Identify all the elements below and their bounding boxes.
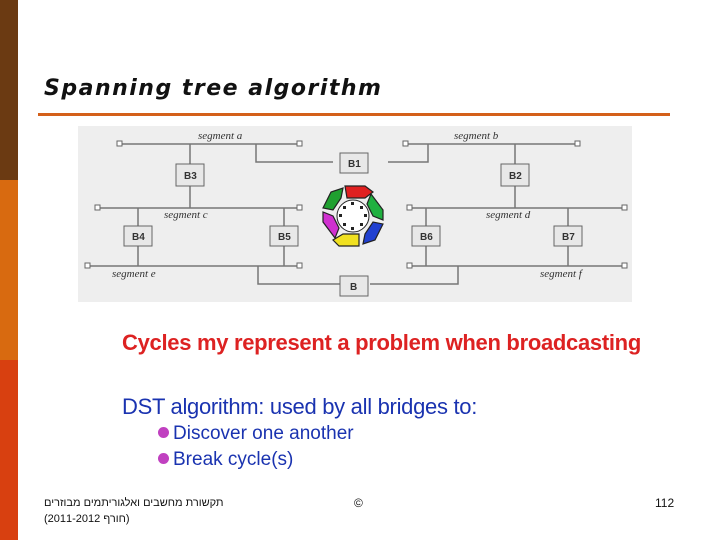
segment-a-label: segment a (198, 130, 243, 142)
network-diagram: segment a segment b segment c segment d … (78, 126, 632, 302)
bridge-b6-label: B6 (420, 232, 433, 243)
title-underline (38, 113, 670, 116)
segment-d-end-left (407, 205, 412, 210)
segment-c-label: segment c (164, 209, 208, 221)
sidebar-block-middle (0, 180, 18, 360)
bullet-item: Discover one another (158, 423, 354, 445)
bridge-b1-label: B1 (348, 159, 361, 170)
bridge-b4-label: B4 (132, 232, 145, 243)
sidebar-block-bottom (0, 360, 18, 540)
dst-statement: DST algorithm: used by all bridges to: (122, 394, 477, 420)
bridge-b7-label: B7 (562, 232, 575, 243)
slide-title: Spanning tree algorithm (44, 76, 382, 101)
bridge-b3-label: B3 (184, 171, 197, 182)
segment-d-end-right (622, 205, 627, 210)
bridge-b5-label: B5 (278, 232, 291, 243)
segment-b-end-right (575, 141, 580, 146)
footer-copyright: © (354, 496, 363, 510)
b1-link-a (256, 144, 333, 162)
cycle-problem-statement: Cycles my represent a problem when broad… (122, 330, 641, 356)
footer-course-term: (חורף 2011-2012) (44, 511, 224, 527)
segment-e-end-left (85, 263, 90, 268)
segment-f-end-right (622, 263, 627, 268)
bullet-text: Discover one another (173, 423, 354, 444)
bullet-text: Break cycle(s) (173, 449, 293, 470)
b8-link-e (258, 266, 340, 284)
footer-course-title: תקשורת מחשבים ואלגוריתמים מבוזרים (44, 495, 224, 511)
bullet-dot-icon (158, 453, 169, 464)
b8-link-f (370, 266, 458, 284)
network-diagram-svg: segment a segment b segment c segment d … (78, 126, 632, 302)
segment-e-end-right (297, 263, 302, 268)
segment-b-end-left (403, 141, 408, 146)
segment-e-label: segment e (112, 268, 156, 280)
segment-c-end-left (95, 205, 100, 210)
footer-page-number: 112 (655, 496, 674, 510)
segment-f-label: segment f (540, 268, 584, 280)
segment-a-end-left (117, 141, 122, 146)
bullet-item: Break cycle(s) (158, 449, 293, 471)
bridge-b-label: B (350, 282, 357, 293)
circular-arrows-icon (323, 186, 383, 246)
segment-d-label: segment d (486, 209, 531, 221)
sidebar-block-top (0, 0, 18, 180)
sidebar-stripe (0, 0, 18, 540)
segment-c-end-right (297, 205, 302, 210)
b1-link-b (388, 144, 428, 162)
bullet-dot-icon (158, 427, 169, 438)
segment-b-label: segment b (454, 130, 499, 142)
segment-a-end-right (297, 141, 302, 146)
footer-course-info: תקשורת מחשבים ואלגוריתמים מבוזרים (חורף … (44, 495, 224, 527)
segment-f-end-left (407, 263, 412, 268)
bridge-b2-label: B2 (509, 171, 522, 182)
